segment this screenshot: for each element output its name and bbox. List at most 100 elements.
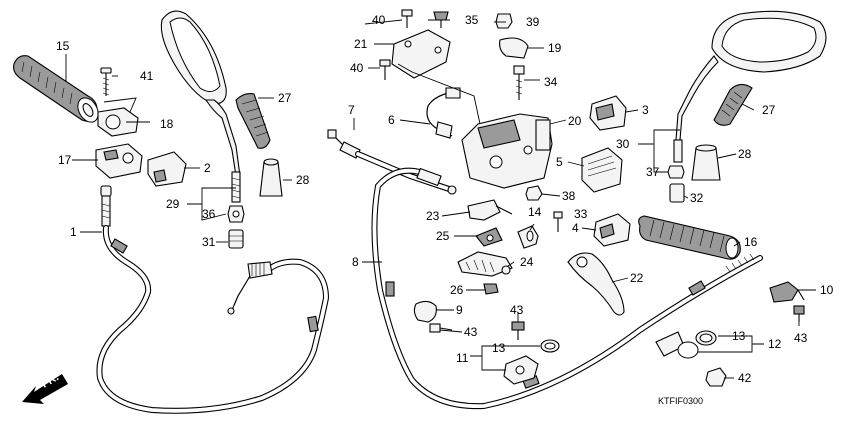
- callout-10: 10: [820, 283, 834, 297]
- grommet-13-right: [695, 330, 717, 346]
- left-mirror: [160, 10, 241, 203]
- mirror-boot-27-left: [235, 93, 271, 149]
- callout-38: 38: [562, 189, 576, 203]
- front-direction-arrow: FR.: [22, 371, 68, 404]
- switch-5: [581, 147, 623, 193]
- callout-21: 21: [354, 37, 368, 51]
- nut-39: [495, 13, 513, 29]
- leader-lines: [65, 19, 816, 379]
- throttle-cable-1: [96, 185, 330, 414]
- bracket-21: [391, 29, 451, 79]
- callout-42: 42: [738, 371, 752, 385]
- callout-8: 8: [352, 255, 359, 269]
- callout-33: 33: [574, 207, 588, 221]
- callout-7: 7: [348, 103, 355, 117]
- callout-labels: 15 41 18 17 2 27 28 29 36 31 1 40 35 39 …: [56, 13, 834, 385]
- callout-11: 11: [456, 351, 469, 365]
- plate-25: [475, 227, 503, 247]
- callout-9: 9: [456, 303, 463, 317]
- left-grip: [13, 55, 99, 123]
- bolt-32: [669, 183, 685, 203]
- callout-4: 4: [572, 221, 579, 235]
- bolt-33: [553, 211, 563, 232]
- switch-housing-upper-18: [97, 107, 139, 137]
- cable-8: [371, 167, 763, 410]
- callout-35: 35: [465, 13, 479, 27]
- switch-housing-lower-17: [95, 143, 143, 179]
- callout-3: 3: [642, 103, 649, 117]
- bolt-43-left: [429, 323, 453, 333]
- nut-38: [525, 185, 543, 201]
- callout-28-left: 28: [296, 173, 310, 187]
- callout-23: 23: [426, 209, 440, 223]
- switch-3: [589, 95, 627, 131]
- callout-6: 6: [388, 113, 395, 127]
- switch-4: [593, 213, 631, 247]
- switch-2: [147, 151, 187, 187]
- clamp-9: [413, 300, 437, 323]
- callout-20: 20: [568, 114, 582, 128]
- callout-43-center: 43: [510, 303, 524, 317]
- callout-16: 16: [744, 235, 758, 249]
- callout-5: 5: [556, 155, 563, 169]
- callout-2: 2: [204, 161, 211, 175]
- callout-43-left: 43: [464, 325, 478, 339]
- collar-14: [517, 225, 539, 249]
- callout-14: 14: [528, 205, 542, 219]
- callout-31: 31: [202, 235, 216, 249]
- right-grip-16: [638, 215, 741, 260]
- rubber-cap-28-right: [691, 144, 721, 181]
- callout-19: 19: [548, 41, 562, 55]
- nut-36-left: [227, 205, 245, 223]
- callout-29: 29: [166, 197, 180, 211]
- diagram-code: KTFIF0300: [658, 396, 703, 406]
- bolt-43-right: [793, 305, 805, 322]
- callout-1: 1: [70, 225, 77, 239]
- brake-lever-22: [567, 252, 625, 316]
- callout-41: 41: [140, 69, 154, 83]
- wire-6: [426, 87, 461, 139]
- grommet-13-center: [540, 339, 560, 353]
- lever-bracket-24: [457, 251, 513, 277]
- callout-28-right: 28: [738, 147, 752, 161]
- callout-22: 22: [630, 271, 644, 285]
- rubber-cap-28-left: [259, 158, 283, 197]
- bolt-43-center: [511, 321, 525, 340]
- clamp-19: [499, 37, 529, 59]
- callout-40-top: 40: [372, 13, 386, 27]
- callout-12: 12: [768, 337, 782, 351]
- screw-40-top: [401, 9, 413, 28]
- callout-24: 24: [520, 255, 534, 269]
- callout-40-lower: 40: [350, 61, 364, 75]
- right-mirror: [673, 10, 827, 163]
- connector-10: [769, 281, 805, 303]
- callout-13-center: 13: [492, 341, 506, 355]
- holder-11: [503, 355, 539, 385]
- callout-43-right: 43: [794, 331, 808, 345]
- callout-13-right: 13: [732, 329, 746, 343]
- callout-32: 32: [690, 191, 704, 205]
- clamp-12: [655, 331, 699, 359]
- callout-34: 34: [544, 75, 558, 89]
- callout-27-left: 27: [278, 91, 292, 105]
- bracket-23: [467, 199, 513, 221]
- nut-37: [667, 165, 685, 179]
- bolt-31: [228, 229, 244, 249]
- nut-42: [705, 367, 727, 387]
- screw-40-lower: [379, 59, 391, 80]
- screw-41: [100, 67, 112, 96]
- callout-36: 36: [202, 207, 216, 221]
- bolt-34: [513, 65, 525, 100]
- callout-37: 37: [646, 165, 660, 179]
- callout-26: 26: [450, 283, 464, 297]
- callout-27-right: 27: [762, 103, 776, 117]
- master-cylinder-20: [461, 113, 553, 189]
- screw-26: [483, 283, 499, 295]
- callout-39: 39: [526, 15, 540, 29]
- callout-15: 15: [56, 39, 70, 53]
- callout-30: 30: [616, 137, 630, 151]
- callout-17: 17: [58, 153, 72, 167]
- mirror-boot-27-right: [713, 83, 753, 126]
- callout-25: 25: [436, 229, 450, 243]
